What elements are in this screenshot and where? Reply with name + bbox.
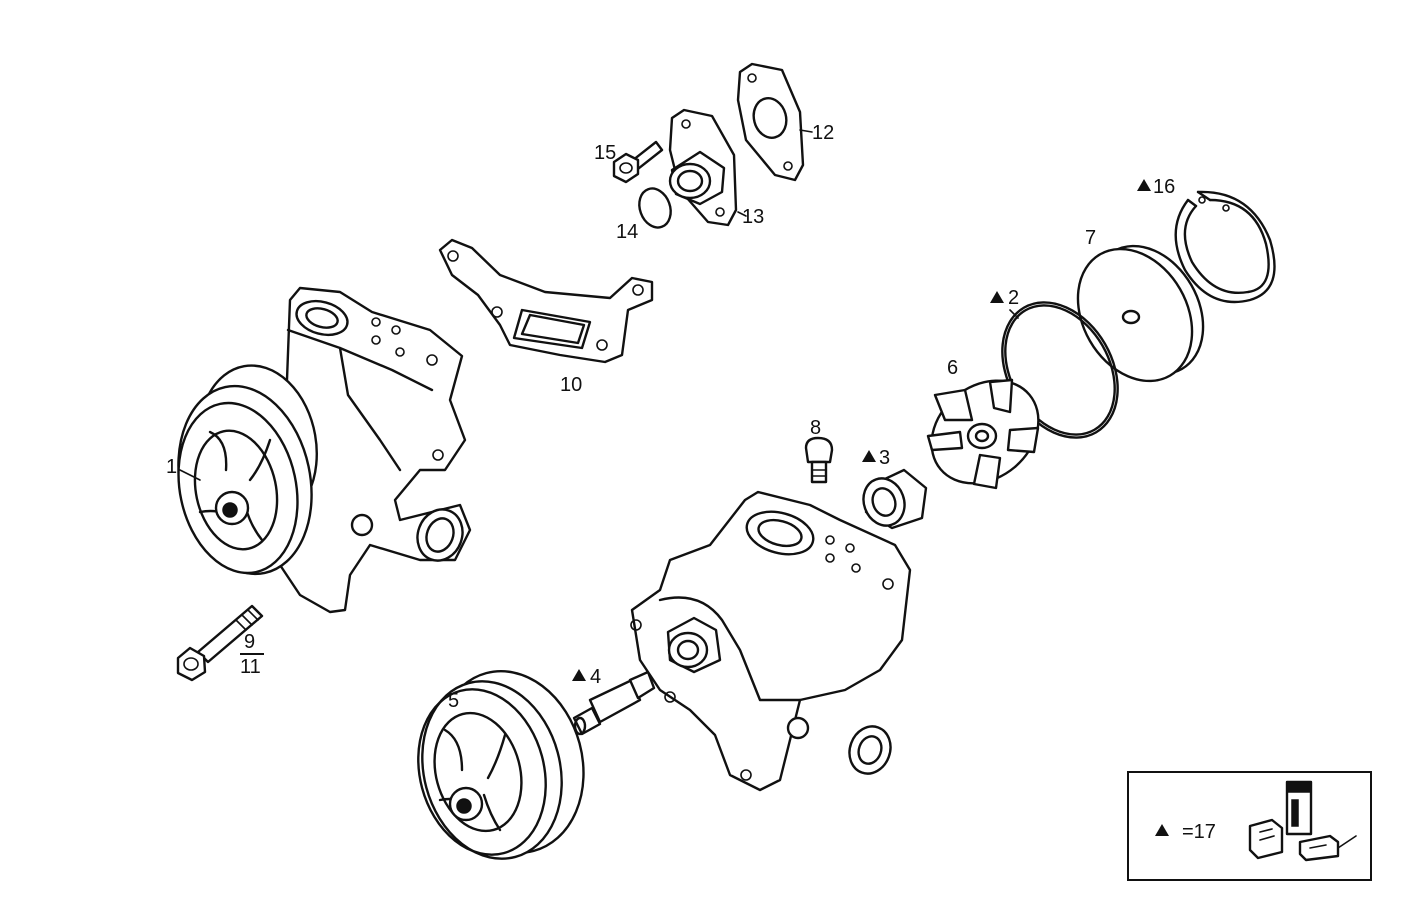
callout-6: 6: [947, 357, 958, 379]
part-5-pulley: [417, 670, 585, 860]
part-7-cover-disc: [1076, 244, 1205, 383]
part-8-plug: [804, 436, 834, 484]
callout-1: 1: [166, 456, 177, 478]
callout-9-11-fraction: 9 11: [240, 631, 264, 678]
part-4-shaft: [572, 670, 656, 736]
callout-13: 13: [742, 206, 764, 228]
part-14-o-ring: [638, 187, 672, 229]
part-1-water-pump-assembly: [177, 286, 472, 614]
callout-14: 14: [616, 221, 638, 243]
part-10-gasket-plate: [438, 238, 654, 364]
callout-7: 7: [1085, 227, 1096, 249]
legend-triangle: [1155, 824, 1169, 836]
callout-11: 11: [240, 656, 261, 678]
callout-12: 12: [812, 122, 834, 144]
callout-5: 5: [448, 690, 459, 712]
callout-3: 3: [879, 447, 890, 469]
part-3-bearing: [862, 468, 928, 530]
sealant-products-icon: [1248, 780, 1357, 862]
callout-9: 9: [244, 631, 255, 653]
part-9-11-bolt: [176, 604, 264, 682]
part-15-small-bolt: [612, 140, 664, 184]
part-6-impeller: [926, 378, 1040, 490]
legend-equals-text: =17: [1182, 821, 1216, 843]
triangle-marker-16: [1137, 179, 1151, 191]
triangle-marker-4: [572, 669, 586, 681]
part-16-circlip: [1174, 190, 1276, 304]
triangle-marker-3: [862, 450, 876, 462]
callout-8: 8: [810, 417, 821, 439]
callout-4: 4: [590, 666, 601, 688]
part-13-flange-connector: [668, 108, 738, 227]
legend-box: =17: [1127, 771, 1372, 881]
part-12-flange-gasket: [736, 62, 805, 182]
triangle-marker-2: [990, 291, 1004, 303]
callout-16: 16: [1153, 176, 1175, 198]
callout-2: 2: [1008, 287, 1019, 309]
callout-15: 15: [594, 142, 616, 164]
pump-housing: [630, 490, 912, 792]
leader-lines: [179, 129, 1019, 481]
callout-10: 10: [560, 374, 582, 396]
